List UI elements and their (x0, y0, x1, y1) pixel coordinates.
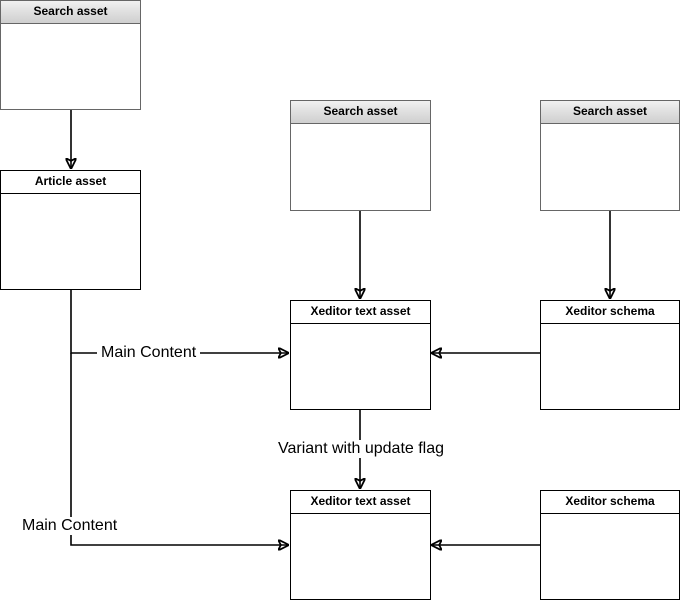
node-title: Search asset (1, 1, 140, 24)
node-body (291, 324, 430, 409)
edge-label-variant-with-update-flag: Variant with update flag (274, 440, 449, 458)
node-xeditor-text-asset-2[interactable]: Xeditor text asset (290, 490, 431, 600)
node-body (1, 24, 140, 109)
node-title: Xeditor text asset (291, 301, 430, 324)
node-xeditor-schema-2[interactable]: Xeditor schema (540, 490, 680, 600)
node-xeditor-schema-1[interactable]: Xeditor schema (540, 300, 680, 410)
node-title: Xeditor schema (541, 301, 679, 324)
node-title: Search asset (291, 101, 430, 124)
node-title: Article asset (1, 171, 140, 194)
node-body (541, 514, 679, 599)
node-body (1, 194, 140, 289)
node-search-asset-middle[interactable]: Search asset (290, 100, 431, 211)
node-article-asset[interactable]: Article asset (0, 170, 141, 290)
node-title: Xeditor text asset (291, 491, 430, 514)
node-body (291, 124, 430, 210)
node-body (541, 124, 679, 210)
node-title: Search asset (541, 101, 679, 124)
node-xeditor-text-asset-1[interactable]: Xeditor text asset (290, 300, 431, 410)
node-body (291, 514, 430, 599)
node-title: Xeditor schema (541, 491, 679, 514)
node-search-asset-left[interactable]: Search asset (0, 0, 141, 110)
edge-label-main-content-upper: Main Content (97, 344, 201, 362)
node-search-asset-right[interactable]: Search asset (540, 100, 680, 211)
edge-label-main-content-lower: Main Content (18, 517, 122, 535)
edge-article-to-xeditor-text-2 (70, 353, 288, 545)
node-body (541, 324, 679, 409)
